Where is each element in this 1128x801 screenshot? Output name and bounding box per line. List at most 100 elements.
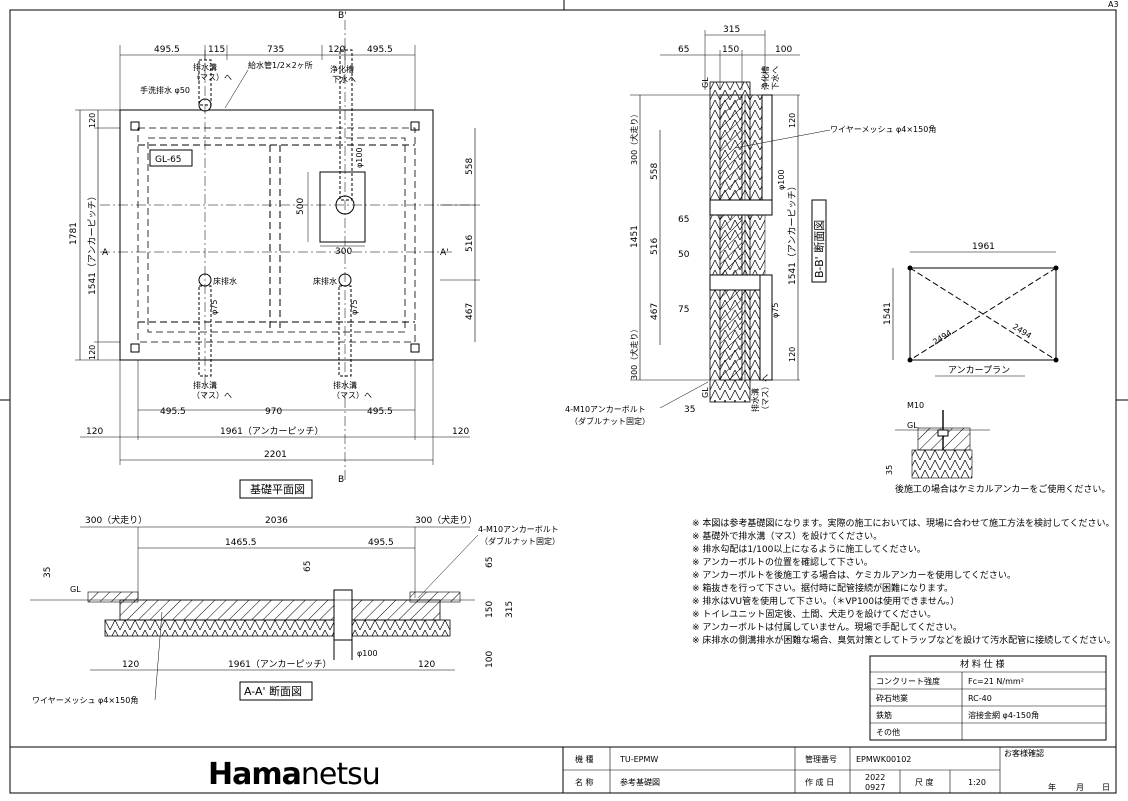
- anchor-bolt-marker: [130, 121, 140, 131]
- bb-dim-467: 467: [650, 303, 660, 320]
- aa-dim-100: 100: [485, 651, 495, 668]
- aa-phi100: φ100: [357, 649, 378, 658]
- aa-dim-495: 495.5: [368, 538, 394, 548]
- aa-dim-315: 315: [505, 601, 515, 618]
- bb-dim-65b: 65: [678, 215, 689, 225]
- note-6: ※ 排水はVU管を使用して下さい。（＊VP100は使用できません。）: [692, 595, 959, 607]
- materials-header: 材 料 仕 様: [960, 658, 1005, 670]
- aa-dim-150: 150: [485, 601, 495, 618]
- bb-dim-120b: 120: [788, 347, 797, 362]
- note-2: ※ 排水勾配は1/100以上になるように施工してください。: [692, 543, 926, 555]
- bb-phi75: φ75: [771, 303, 780, 318]
- aa-dim-65b: 65: [485, 557, 495, 568]
- aa-anchor-sub: （ダブルナット固定）: [480, 536, 560, 546]
- anchor-detail: M10 GL 35 後施工の場合はケミカルアンカーをご使用ください。: [885, 401, 1110, 495]
- plan-section-a-left: A: [102, 248, 109, 258]
- bb-dim-100: 100: [775, 45, 792, 55]
- plan-edge-right: 120: [452, 427, 469, 437]
- bb-dim-75: 75: [678, 305, 689, 315]
- bb-drain: 排水溝: [750, 388, 760, 412]
- bb-dogrun-top: 300（犬走り）: [629, 110, 639, 165]
- plan-edge-left: 120: [86, 427, 103, 437]
- plan-septic-label: 浄化槽: [330, 64, 354, 74]
- bb-dim-35: 35: [684, 405, 695, 415]
- anchor-detail-m10: M10: [907, 401, 924, 410]
- tb-date-year: 2022: [865, 773, 885, 782]
- section-bb: 315 65 150 100 GL 浄化槽 下水へ ワイヤーメッシュ φ4×15…: [565, 25, 936, 426]
- tb-name-label: 名 称: [575, 777, 594, 787]
- plan-drain-bottom-left-sub: （マス）へ: [192, 391, 232, 400]
- bb-drain-sub: （マス）へ: [761, 374, 770, 414]
- anchor-bolt-marker: [130, 343, 140, 353]
- note-8: ※ アンカーボルトは付属していません。現場で手配してください。: [692, 621, 962, 633]
- plan-drain-bottom-right: 排水溝: [333, 380, 357, 390]
- bb-wire-mesh: ワイヤーメッシュ φ4×150角: [830, 124, 936, 134]
- plan-dim-bottom-0: 495.5: [160, 407, 186, 417]
- anchor-plan: 1961 1541 2494 2494 アンカープラン: [883, 242, 1059, 377]
- bb-title: B-B' 断面図: [812, 220, 826, 278]
- plan-view: GL-65 495.5 115 735 120 495.5 排水溝 （マス）へ …: [69, 11, 480, 499]
- title-block: Hamanetsu 機 種 TU-EPMW 名 称 参考基礎図 管理番号 EPM…: [10, 746, 1116, 793]
- aa-gl: GL: [70, 585, 81, 594]
- plan-dim-bottom-2: 495.5: [367, 407, 393, 417]
- bb-dim-50: 50: [678, 250, 690, 260]
- bb-phi100: φ100: [777, 169, 786, 190]
- bb-dogrun-bottom: 300（犬走り）: [629, 325, 639, 380]
- plan-dim-top-4: 495.5: [367, 45, 393, 55]
- note-7: ※ トイレユニット固定後、土間、犬走りを設けてください。: [692, 608, 936, 620]
- tb-day: 日: [1102, 783, 1110, 792]
- plan-supply-label: 給水管1/2×2ヶ所: [248, 60, 313, 70]
- plan-phi75-left: φ75: [210, 300, 219, 315]
- plan-hand-drain-label: 手洗排水 φ50: [140, 85, 190, 95]
- aa-dim-120-right: 120: [418, 660, 435, 670]
- plan-phi100: φ100: [355, 147, 364, 168]
- note-1: ※ 基礎外で排水溝（マス）を設けてください。: [692, 530, 882, 542]
- aa-title: A-A' 断面図: [244, 684, 302, 698]
- bb-dim-558: 558: [650, 163, 660, 180]
- bb-septic-sub: 下水へ: [770, 66, 780, 90]
- bb-septic: 浄化槽: [760, 66, 770, 90]
- tb-type-value: TU-EPMW: [619, 755, 658, 764]
- bb-dim-65: 65: [678, 45, 689, 55]
- plan-dim-right-1: 516: [465, 235, 475, 252]
- bb-gl-bottom: GL: [701, 387, 710, 398]
- plan-pitch-left: 1541（アンカーピッチ）: [87, 191, 98, 295]
- plan-phi75-right: φ75: [350, 300, 359, 315]
- note-5: ※ 箱抜きを行って下さい。据付時に配管接続が困難になります。: [692, 582, 953, 594]
- bb-dim-516: 516: [650, 238, 660, 255]
- sheet-border: [9, 9, 1117, 794]
- materials-val-0: Fc=21 N/mm²: [968, 677, 1024, 686]
- anchor-bolt-marker: [410, 121, 420, 131]
- tb-mgmt-label: 管理番号: [805, 754, 837, 764]
- plan-dim-right-0: 558: [465, 158, 475, 175]
- tb-type-label: 機 種: [575, 754, 594, 764]
- plan-pitch-bottom: 1961（アンカーピッチ）: [220, 426, 324, 437]
- aa-dim-2036: 2036: [265, 516, 288, 526]
- plan-floor-drain-left-label: 床排水: [213, 276, 237, 286]
- anchor-plan-diag1: 2494: [931, 328, 953, 346]
- materials-val-2: 溶接金網 φ4-150角: [968, 710, 1039, 720]
- sheet-size: A3: [1108, 0, 1119, 9]
- tb-month: 月: [1076, 783, 1084, 792]
- plan-title: 基礎平面図: [250, 483, 305, 496]
- notes: ※ 本図は参考基礎図になります。実際の施工においては、現場に合わせて施工方法を検…: [692, 517, 1116, 646]
- anchor-detail-gl: GL: [907, 421, 918, 430]
- plan-dim-right-2: 467: [465, 303, 475, 320]
- tb-scale-value: 1:20: [968, 778, 986, 787]
- plan-dim-top-2: 735: [267, 45, 284, 55]
- bb-dim-315: 315: [723, 25, 740, 35]
- plan-dim-top-0: 495.5: [154, 45, 180, 55]
- note-9: ※ 床排水の側溝排水が困難な場合、臭気対策としてトラップなどを設けて汚水配管に接…: [692, 634, 1116, 646]
- aa-dim-1465: 1465.5: [225, 538, 257, 548]
- aa-pitch: 1961（アンカーピッチ）: [228, 659, 332, 670]
- tb-year: 年: [1048, 782, 1056, 792]
- note-4: ※ アンカーボルトを後施工する場合は、ケミカルアンカーを使用してください。: [692, 569, 1016, 581]
- note-3: ※ アンカーボルトの位置を確認して下さい。: [692, 556, 873, 568]
- plan-section-b-top: B': [338, 11, 347, 21]
- plan-gl-label: GL-65: [155, 155, 182, 165]
- bb-anchor-sub: （ダブルナット固定）: [570, 416, 650, 426]
- tb-scale-label: 尺 度: [915, 777, 934, 787]
- anchor-detail-35: 35: [885, 465, 894, 475]
- materials-table: 材 料 仕 様 コンクリート強度 Fc=21 N/mm² 砕石地業 RC-40 …: [869, 655, 1107, 741]
